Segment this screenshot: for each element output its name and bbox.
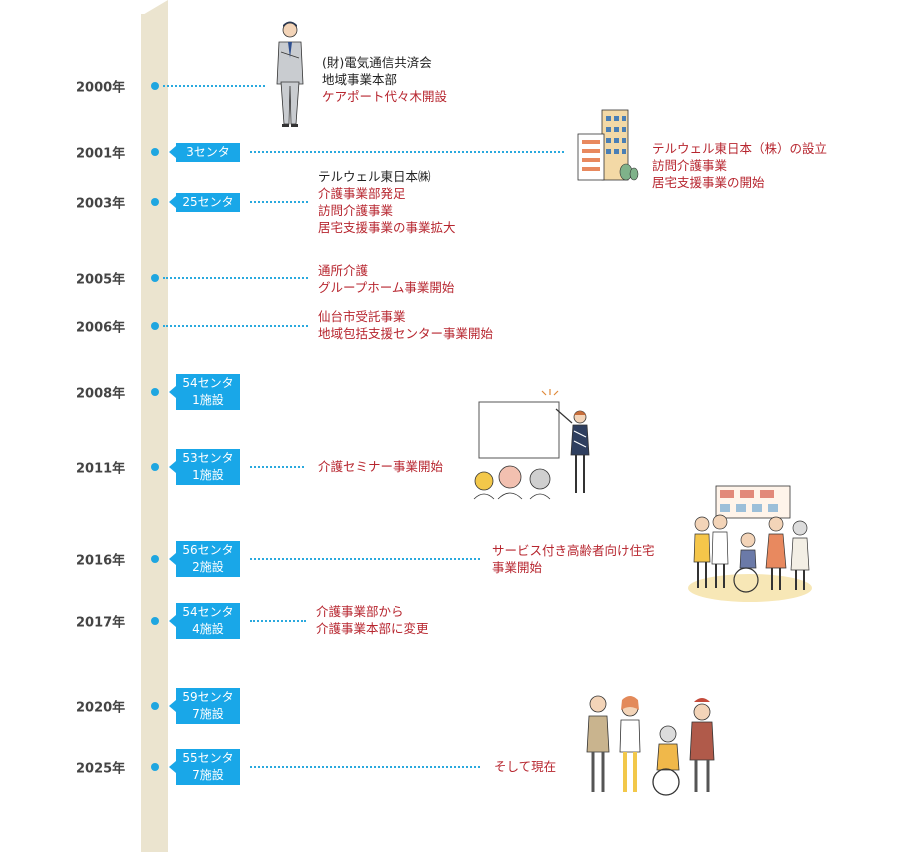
year-label: 2011年	[76, 461, 126, 477]
event-line: 訪問介護事業	[318, 203, 394, 218]
event-line: 居宅支援事業の事業拡大	[318, 220, 456, 235]
event-description: テルウェル東日本（株）の設立訪問介護事業居宅支援事業の開始	[652, 140, 827, 191]
event-line: 仙台市受託事業	[318, 309, 406, 324]
event-line: ケアポート代々木開設	[322, 89, 448, 104]
dotted-leader	[250, 201, 308, 203]
badge-line: 1施設	[192, 393, 224, 407]
badge-line: 54センタ	[182, 376, 234, 390]
senior-housing-illustration	[688, 485, 812, 602]
event-description: 仙台市受託事業地域包括支援センター事業開始	[318, 308, 493, 342]
center-count-badge: 25センタ	[176, 192, 240, 212]
badge-line: 59センタ	[182, 690, 234, 704]
timeline-dot	[151, 702, 159, 710]
timeline-dot	[151, 388, 159, 396]
year-label: 2008年	[76, 386, 126, 402]
timeline-dot	[151, 617, 159, 625]
event-line: 介護セミナー事業開始	[318, 459, 444, 474]
center-count-badge: 56センタ 2施設	[176, 541, 240, 577]
dotted-leader	[250, 766, 480, 768]
badge-line: 7施設	[192, 768, 224, 782]
center-count-badge: 54センタ 1施設	[176, 374, 240, 410]
timeline-dot	[151, 555, 159, 563]
center-count-badge: 54センタ 4施設	[176, 603, 240, 639]
badge-line: 54センタ	[182, 605, 234, 619]
event-description: サービス付き高齢者向け住宅事業開始	[492, 542, 655, 576]
year-label: 2025年	[76, 761, 126, 777]
timeline-dot	[151, 463, 159, 471]
event-description: そして現在	[494, 758, 556, 775]
badge-line: 55センタ	[182, 751, 234, 765]
dotted-leader	[163, 325, 308, 327]
care-staff-illustration	[586, 695, 715, 796]
badge-line: 3センタ	[186, 144, 230, 159]
event-line: テルウェル東日本㈱	[318, 169, 431, 184]
badge-line: 7施設	[192, 707, 224, 721]
center-count-badge: 59センタ 7施設	[176, 688, 240, 724]
seminar-illustration	[473, 389, 590, 500]
dotted-leader	[163, 85, 265, 87]
event-line: 居宅支援事業の開始	[652, 175, 765, 190]
timeline-dot	[151, 274, 159, 282]
year-label: 2000年	[76, 80, 126, 96]
year-label: 2001年	[76, 146, 126, 162]
year-label: 2003年	[76, 196, 126, 212]
year-label: 2006年	[76, 320, 126, 336]
event-line: 地域事業本部	[322, 72, 398, 87]
badge-line: 25センタ	[182, 194, 234, 209]
event-line: 通所介護	[318, 263, 369, 278]
event-description: 介護セミナー事業開始	[318, 458, 443, 475]
event-line: 事業開始	[492, 560, 543, 575]
badge-line: 2施設	[192, 560, 224, 574]
center-count-badge: 53センタ 1施設	[176, 449, 240, 485]
dotted-leader	[250, 558, 480, 560]
dotted-leader	[250, 466, 304, 468]
event-line: 介護事業部から	[316, 604, 404, 619]
year-label: 2017年	[76, 615, 126, 631]
event-description: 介護事業部から介護事業本部に変更	[316, 603, 429, 637]
event-line: 介護事業本部に変更	[316, 621, 429, 636]
year-label: 2016年	[76, 553, 126, 569]
year-label: 2020年	[76, 700, 126, 716]
center-count-badge: 3センタ	[176, 142, 240, 162]
event-line: テルウェル東日本（株）の設立	[652, 141, 828, 156]
businessman-illustration	[276, 21, 304, 127]
event-line: グループホーム事業開始	[318, 280, 455, 295]
timeline-dot	[151, 198, 159, 206]
event-description: (財)電気通信共済会地域事業本部ケアポート代々木開設	[322, 54, 447, 105]
badge-line: 56センタ	[182, 543, 234, 557]
event-description: 通所介護グループホーム事業開始	[318, 262, 454, 296]
timeline-dot	[151, 763, 159, 771]
center-count-badge: 55センタ 7施設	[176, 749, 240, 785]
dotted-leader	[250, 151, 564, 153]
timeline-bar	[141, 14, 168, 852]
dotted-leader	[163, 277, 308, 279]
event-line: (財)電気通信共済会	[322, 55, 432, 70]
event-line: そして現在	[494, 759, 557, 774]
dotted-leader	[250, 620, 306, 622]
event-description: テルウェル東日本㈱介護事業部発足訪問介護事業居宅支援事業の事業拡大	[318, 168, 456, 236]
timeline-dot	[151, 82, 159, 90]
event-line: 地域包括支援センター事業開始	[318, 326, 494, 341]
timeline-dot	[151, 322, 159, 330]
badge-line: 53センタ	[182, 451, 234, 465]
event-line: 介護事業部発足	[318, 186, 406, 201]
event-line: サービス付き高齢者向け住宅	[492, 543, 655, 558]
building-illustration	[577, 109, 639, 181]
timeline-dot	[151, 148, 159, 156]
year-label: 2005年	[76, 272, 126, 288]
event-line: 訪問介護事業	[652, 158, 728, 173]
badge-line: 1施設	[192, 468, 224, 482]
badge-line: 4施設	[192, 622, 224, 636]
